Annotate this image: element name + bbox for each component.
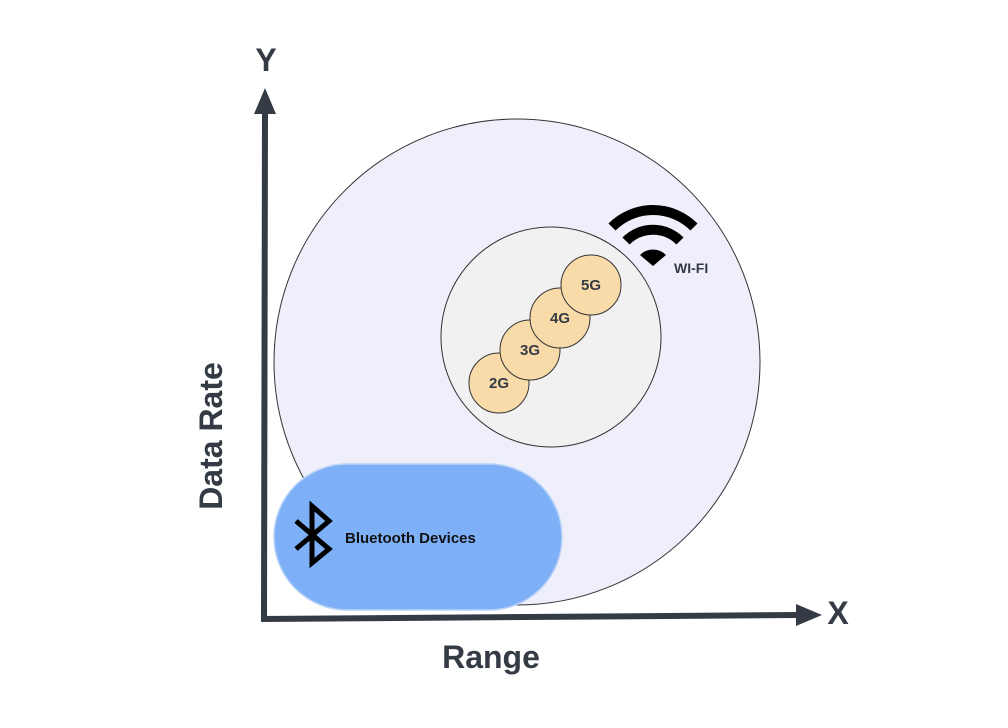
generation-label-2g: 2G <box>489 375 509 392</box>
wifi-icon <box>608 205 698 266</box>
x-axis <box>260 604 822 626</box>
generation-bubble <box>560 254 622 316</box>
y-axis-letter: Y <box>255 42 276 78</box>
generation-label-5g: 5G <box>581 277 601 294</box>
x-axis-title: Range <box>442 639 540 675</box>
bluetooth-region <box>273 463 563 611</box>
bluetooth-icon <box>294 500 333 569</box>
generation-label-4g: 4G <box>550 310 570 327</box>
wifi-label: WI-FI <box>674 260 708 276</box>
x-axis-letter: X <box>827 595 849 631</box>
generation-5g: 5G <box>560 254 622 316</box>
generation-label-3g: 3G <box>520 342 540 359</box>
bluetooth-label: Bluetooth Devices <box>345 530 476 547</box>
y-axis <box>254 88 276 622</box>
y-axis-title: Data Rate <box>193 362 229 510</box>
